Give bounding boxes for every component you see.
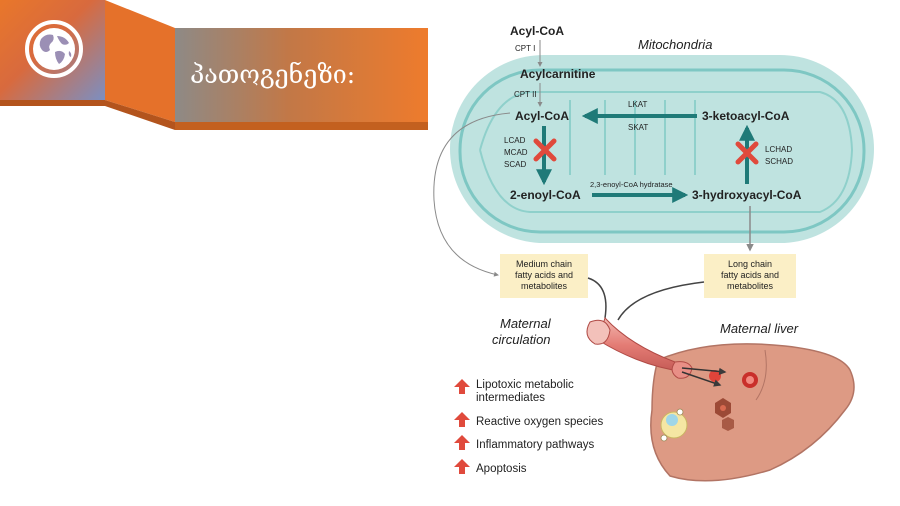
mcad-label: MCAD [504,148,528,157]
maternal-liver-label: Maternal liver [720,321,799,336]
hydratase-label: 2,3-enoyl-CoA hydratase [590,180,673,189]
lchad-label: LCHAD [765,145,792,154]
hydroxyacyl-coa-label: 3-hydroxyacyl-CoA [692,188,802,202]
effect-item: Reactive oxygen species [454,412,603,428]
long-chain-box [704,254,796,298]
effect-label: Apoptosis [476,463,527,475]
maternal-vessel-illustration [597,317,687,373]
enoyl-coa-label: 2-enoyl-CoA [510,188,581,202]
medium-chain-box [500,254,588,298]
title-banner-shadow [175,122,428,130]
effect-label: intermediates [476,392,545,404]
maternal-circulation-line2: circulation [492,332,551,347]
long-chain-line3: metabolites [727,281,774,291]
block-cross-icon [533,138,557,162]
lkat-label: LKAT [628,100,648,109]
long-chain-line1: Long chain [728,259,772,269]
banner-connector [105,0,175,130]
mitochondrion-outer [450,55,874,243]
medium-chain-line3: metabolites [521,281,568,291]
up-arrow-icon [454,379,470,394]
mitochondria-label: Mitochondria [638,37,712,52]
long-chain-flow-line [617,281,705,321]
medium-chain-line1: Medium chain [516,259,572,269]
banner-left-shadow [0,100,105,106]
long-chain-line2: fatty acids and [721,270,779,280]
acyl-coa-label: Acyl-CoA [515,109,569,123]
effect-item: Lipotoxic metabolic intermediates [454,379,574,404]
medium-chain-flow-line [587,277,607,319]
lcad-label: LCAD [504,136,526,145]
up-arrow-icon [454,435,470,450]
cpt1-label: CPT I [515,44,535,53]
effect-item: Apoptosis [454,459,527,475]
up-arrow-icon [454,459,470,474]
up-arrow-icon [454,412,470,427]
effect-label: Lipotoxic metabolic [476,379,574,391]
skat-label: SKAT [628,123,648,132]
scad-label: SCAD [504,160,526,169]
mitochondrion-inner-membrane [458,68,866,234]
title-banner [175,28,428,122]
ketoacyl-coa-label: 3-ketoacyl-CoA [702,109,790,123]
medium-chain-line2: fatty acids and [515,270,573,280]
block-cross-icon [735,141,759,165]
schad-label: SCHAD [765,157,793,166]
effect-label: Reactive oxygen species [476,416,603,428]
acylcarnitine-label: Acylcarnitine [520,67,596,81]
effect-item: Inflammatory pathways [454,435,594,451]
pathway-diagram: Mitochondria Acyl-CoA CPT I Acylcarnitin… [433,24,874,482]
maternal-circulation-line1: Maternal [500,316,552,331]
slide-title: პათოგენეზი: [190,60,356,89]
cpt2-label: CPT II [514,90,537,99]
medium-chain-outflow-arrow [433,112,511,277]
acyl-coa-top-label: Acyl-CoA [510,24,564,38]
effect-label: Inflammatory pathways [476,439,594,451]
globe-icon [25,20,83,78]
